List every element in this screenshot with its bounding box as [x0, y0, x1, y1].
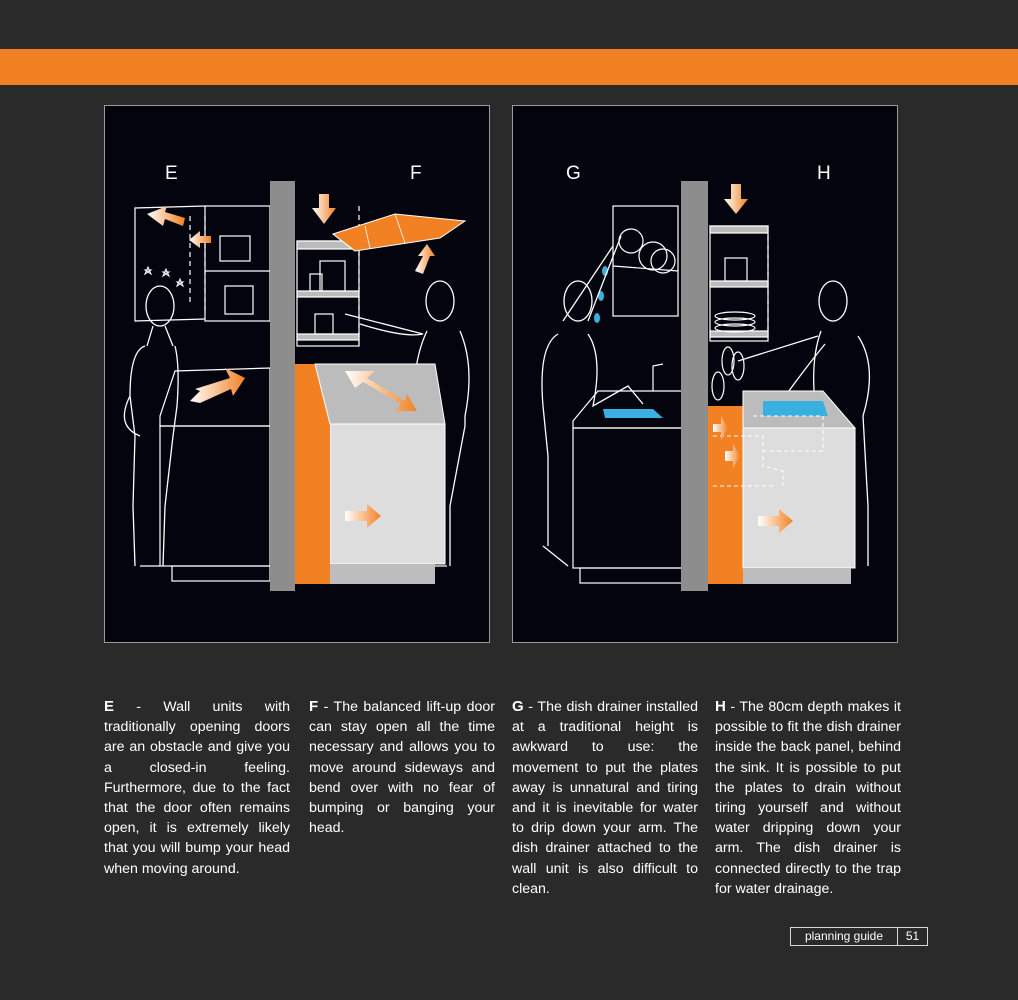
arrow-icon	[190, 368, 245, 403]
page-footer: planning guide 51	[790, 927, 928, 946]
arrow-icon	[724, 184, 748, 214]
stars-icon	[145, 267, 183, 286]
sink-counter-left	[573, 364, 683, 583]
letter-h: H	[817, 163, 831, 184]
letter-e: E	[165, 163, 178, 184]
wall-unit-plates	[710, 226, 768, 341]
illustration-gh: G H	[513, 106, 898, 643]
caption-letter: E	[104, 698, 114, 715]
plates-in-hand-icon	[712, 347, 744, 400]
person-left	[542, 236, 643, 566]
letter-f: F	[410, 163, 422, 184]
letter-g: G	[566, 163, 581, 184]
arrow-icon	[415, 244, 435, 274]
wall-cabinet-open-door	[135, 206, 270, 321]
caption-letter: G	[512, 698, 524, 715]
caption-text: - The 80cm depth makes it possible to fi…	[715, 699, 901, 897]
lift-up-door	[333, 214, 465, 251]
footer-label: planning guide	[790, 927, 898, 946]
caption-letter: F	[309, 698, 318, 715]
caption-f: F - The balanced lift-up door can stay o…	[309, 697, 495, 838]
wall-dish-drainer	[613, 206, 678, 316]
page-number: 51	[898, 927, 928, 946]
arrow-icon	[147, 206, 185, 226]
arrow-icon	[189, 231, 211, 248]
illustration-panel-ef: E F	[104, 105, 490, 643]
caption-g: G - The dish drainer installed at a trad…	[512, 697, 698, 899]
partition	[681, 181, 708, 591]
orange-header-band	[0, 49, 1018, 85]
illustration-ef: E F	[105, 106, 490, 643]
counter-left	[160, 368, 270, 581]
counter-right	[295, 364, 445, 584]
sink-counter-right	[708, 391, 855, 584]
caption-letter: H	[715, 698, 726, 715]
caption-text: - Wall units with traditionally opening …	[104, 699, 290, 877]
caption-text: - The balanced lift-up door can stay ope…	[309, 699, 495, 836]
caption-text: - The dish drainer installed at a tradit…	[512, 699, 698, 897]
caption-h: H - The 80cm depth makes it possible to …	[715, 697, 901, 899]
partition	[270, 181, 295, 591]
illustration-panel-gh: G H	[512, 105, 898, 643]
arrow-icon	[312, 194, 336, 224]
caption-e: E - Wall units with traditionally openin…	[104, 697, 290, 879]
wall-unit-shelves	[297, 206, 359, 346]
